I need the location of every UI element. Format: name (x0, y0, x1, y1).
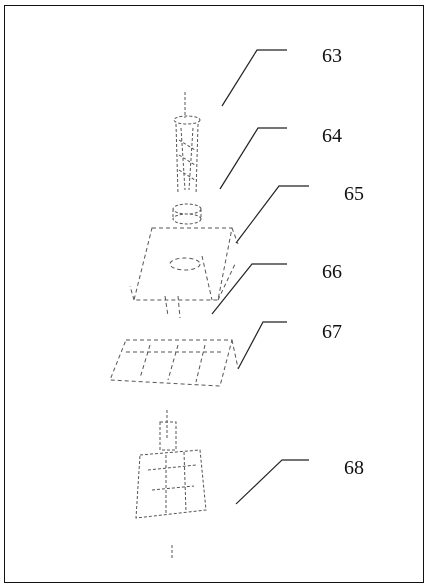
part-67-lower-plate (109, 339, 239, 387)
part-63-shaft (173, 92, 201, 195)
leader-63 (221, 49, 287, 107)
callout-65: 65 (344, 183, 364, 205)
leader-68 (235, 459, 309, 505)
callout-64: 64 (322, 125, 342, 147)
part-65-upper-plate (129, 227, 239, 319)
callout-66: 66 (322, 261, 342, 283)
leader-65 (235, 185, 309, 244)
diagram-frame (4, 5, 424, 583)
callout-63: 63 (322, 45, 342, 67)
part-64-collar (172, 203, 202, 225)
leader-67 (237, 321, 287, 370)
callout-68: 68 (344, 457, 364, 479)
part-68-base (135, 410, 207, 558)
leader-66 (211, 263, 287, 315)
callout-67: 67 (322, 321, 342, 343)
leader-64 (219, 127, 287, 190)
